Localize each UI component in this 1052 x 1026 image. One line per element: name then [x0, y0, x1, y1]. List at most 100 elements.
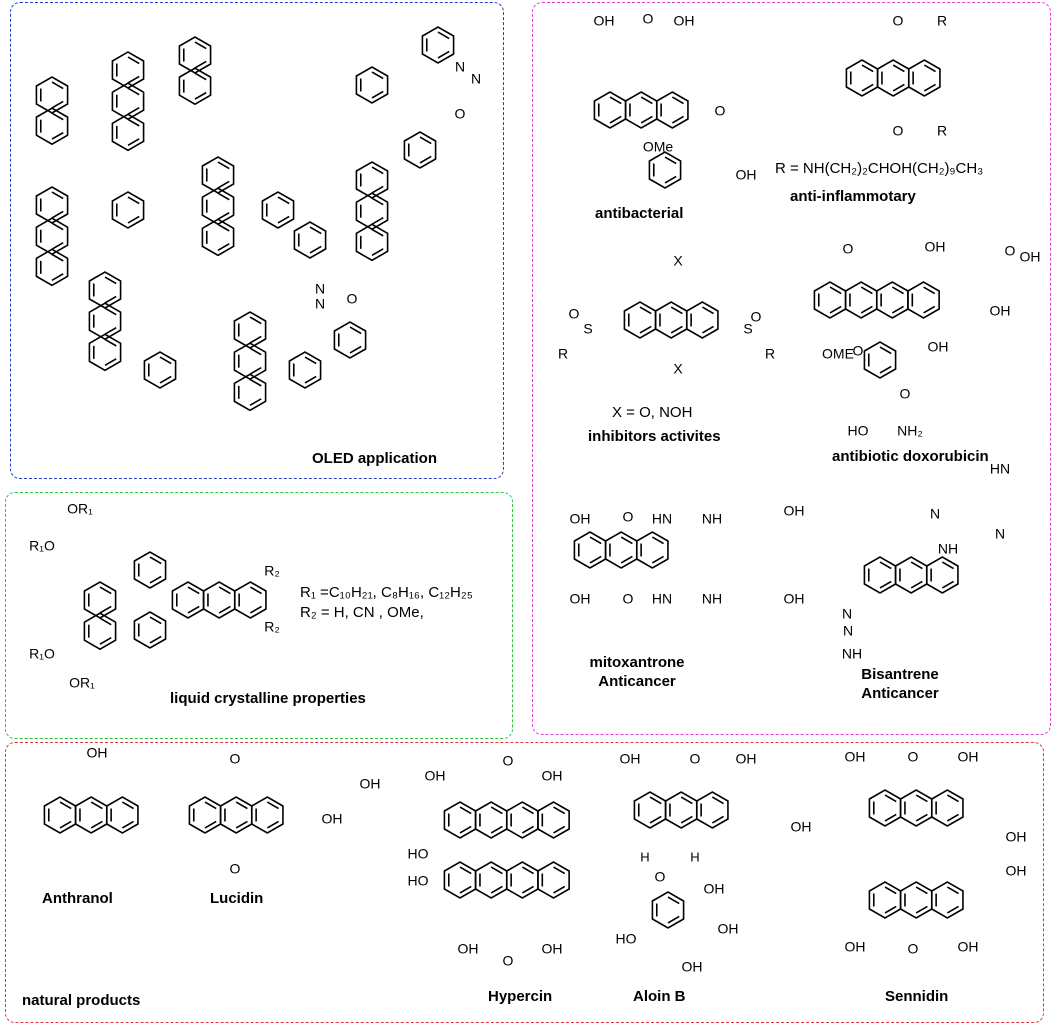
atom-label: OH — [322, 811, 343, 827]
bond-line — [99, 636, 112, 645]
ring — [907, 59, 941, 97]
anti-inflammatory-r: R = NH(CH₂)₂CHOH(CH₂)₉CH₃ — [775, 160, 984, 177]
ring — [111, 51, 145, 89]
atom-label: OH — [594, 13, 615, 29]
bond-line — [620, 555, 633, 564]
bond-line — [249, 316, 262, 325]
atom-label: HN — [652, 591, 672, 607]
liquid-crystal-label: liquid crystalline properties — [170, 690, 366, 707]
atom-label: X — [673, 253, 683, 269]
ring — [133, 611, 167, 649]
bond-line — [860, 286, 873, 295]
mitoxantrone-sub-label: Anticancer — [598, 673, 676, 690]
bond-line — [671, 115, 684, 124]
bond-line — [860, 305, 873, 314]
bond-line — [923, 286, 936, 295]
bond-line — [249, 366, 262, 375]
ring — [133, 551, 167, 589]
bond-line — [620, 536, 633, 545]
atom-label: N — [455, 59, 465, 75]
bond-line — [879, 561, 892, 570]
bond-line — [371, 197, 384, 206]
bond-line — [553, 825, 566, 834]
bond-line — [680, 815, 693, 824]
atom-label: O — [908, 941, 919, 957]
atom-label: O — [623, 591, 634, 607]
ring — [685, 301, 719, 339]
bond-line — [639, 306, 652, 315]
sennidin-label: Sennidin — [885, 988, 949, 1005]
bond-line — [371, 228, 384, 237]
bond-line — [187, 586, 200, 595]
atom-label: NH — [702, 591, 722, 607]
atom-label: OH — [736, 167, 757, 183]
atom-label: R₂ — [264, 619, 280, 635]
atom-label: OH — [784, 503, 805, 519]
inhibitors-label: inhibitors activites — [588, 428, 721, 445]
bond-line — [59, 801, 72, 810]
bond-line — [651, 555, 664, 564]
bond-line — [891, 286, 904, 295]
bond-line — [892, 64, 905, 73]
atom-label: OH — [1020, 249, 1041, 265]
ring — [355, 161, 389, 199]
ring — [111, 82, 145, 121]
atom-label: OME — [822, 346, 854, 362]
bond-line — [277, 196, 290, 205]
ring — [907, 281, 940, 319]
atom-label: O — [623, 509, 634, 525]
bond-line — [194, 60, 207, 69]
ring — [403, 131, 437, 169]
mitoxantrone-label: mitoxantrone — [589, 654, 685, 671]
atom-label: OH — [704, 881, 725, 897]
bond-line — [459, 806, 472, 815]
bond-line — [51, 112, 64, 121]
doxorubicin-label: antibiotic doxorubicin — [832, 448, 989, 465]
atom-label: O — [655, 869, 666, 885]
ring — [233, 311, 267, 349]
oled-panel — [10, 2, 504, 479]
bond-line — [371, 90, 384, 99]
anti-inflammatory-label: anti-inflammotary — [790, 188, 916, 205]
ring — [421, 26, 455, 64]
bond-line — [371, 71, 384, 80]
atom-label: OH — [620, 751, 641, 767]
bond-line — [349, 326, 362, 335]
bond-line — [910, 580, 923, 589]
bond-line — [915, 886, 928, 895]
atom-label: HO — [616, 931, 637, 947]
aloin-label: Aloin B — [633, 988, 686, 1005]
ring — [293, 221, 327, 259]
atom-label: O — [455, 106, 466, 122]
atom-label: OH — [990, 303, 1011, 319]
atom-label: OH — [958, 939, 979, 955]
atom-label: OR₁ — [67, 501, 93, 517]
bond-line — [235, 820, 248, 829]
bond-line — [923, 305, 936, 314]
atom-label: N — [315, 281, 325, 297]
atom-label: N — [471, 71, 481, 87]
ring — [355, 66, 389, 104]
atom-label: OH — [1006, 829, 1027, 845]
atom-label: HN — [652, 511, 672, 527]
atom-label: HO — [848, 423, 869, 439]
bond-line — [879, 365, 892, 374]
ring — [695, 791, 729, 829]
atom-label: O — [230, 861, 241, 877]
atom-label: OMe — [643, 139, 674, 155]
bond-line — [371, 248, 384, 257]
bond-line — [249, 378, 262, 387]
atom-label: H — [640, 849, 649, 864]
atom-label: O — [853, 343, 864, 359]
ring — [635, 531, 669, 569]
bond-line — [51, 253, 64, 262]
ring — [233, 342, 267, 381]
bond-line — [884, 886, 897, 895]
ring — [105, 796, 139, 834]
bond-line — [915, 794, 928, 803]
bond-line — [923, 64, 936, 73]
bond-line — [218, 605, 231, 614]
ring — [88, 271, 122, 309]
atom-label: N — [315, 296, 325, 312]
atom-label: H — [690, 849, 699, 864]
